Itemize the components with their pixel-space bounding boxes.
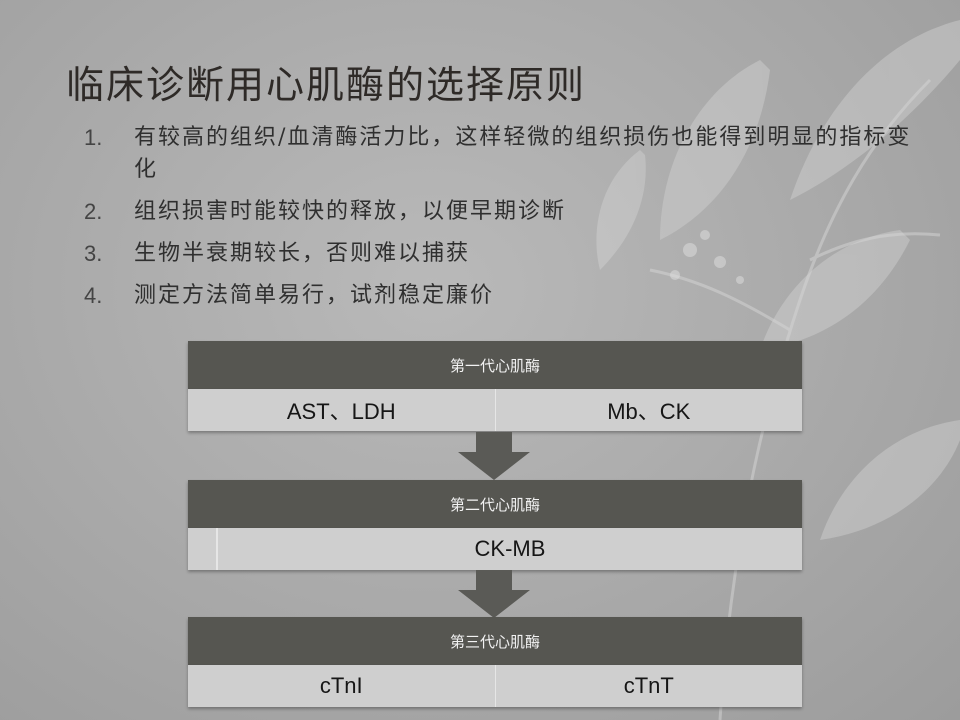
- generation-3-header: 第三代心肌酶: [188, 617, 802, 665]
- list-number: 1.: [84, 125, 103, 150]
- down-arrow-icon: [458, 432, 530, 480]
- enzyme-cell-spacer: [188, 528, 217, 570]
- generation-2-items: CK-MB: [188, 528, 802, 570]
- enzyme-cell-ast-ldh: AST、LDH: [188, 389, 495, 431]
- list-item: 4. 测定方法简单易行，试剂稳定廉价: [84, 280, 924, 312]
- list-text: 组织损害时能较快的释放，以便早期诊断: [134, 199, 567, 224]
- list-number: 4.: [84, 283, 103, 308]
- enzyme-cell-ck-mb: CK-MB: [217, 528, 802, 570]
- generation-3-block: 第三代心肌酶 cTnI cTnT: [188, 617, 802, 707]
- list-number: 3.: [84, 241, 103, 266]
- generation-2-header: 第二代心肌酶: [188, 480, 802, 528]
- criteria-list: 1. 有较高的组织/血清酶活力比，这样轻微的组织损伤也能得到明显的指标变化 2.…: [84, 122, 924, 322]
- generation-2-block: 第二代心肌酶 CK-MB: [188, 480, 802, 570]
- enzyme-cell-ctnt: cTnT: [494, 665, 802, 707]
- down-arrow-icon: [458, 570, 530, 618]
- list-item: 1. 有较高的组织/血清酶活力比，这样轻微的组织损伤也能得到明显的指标变化: [84, 122, 924, 186]
- generation-1-items: AST、LDH Mb、CK: [188, 389, 802, 431]
- list-item: 2. 组织损害时能较快的释放，以便早期诊断: [84, 196, 924, 228]
- list-text: 有较高的组织/血清酶活力比，这样轻微的组织损伤也能得到明显的指标变化: [134, 125, 912, 182]
- generation-3-items: cTnI cTnT: [188, 665, 802, 707]
- enzyme-cell-mb-ck: Mb、CK: [494, 389, 802, 431]
- generation-1-header: 第一代心肌酶: [188, 341, 802, 389]
- enzyme-cell-ctni: cTnI: [188, 665, 495, 707]
- generation-1-block: 第一代心肌酶 AST、LDH Mb、CK: [188, 341, 802, 431]
- list-text: 测定方法简单易行，试剂稳定廉价: [134, 283, 495, 308]
- list-text: 生物半衰期较长，否则难以捕获: [134, 241, 471, 266]
- list-number: 2.: [84, 199, 103, 224]
- slide-title: 临床诊断用心肌酶的选择原则: [66, 63, 587, 107]
- list-item: 3. 生物半衰期较长，否则难以捕获: [84, 238, 924, 270]
